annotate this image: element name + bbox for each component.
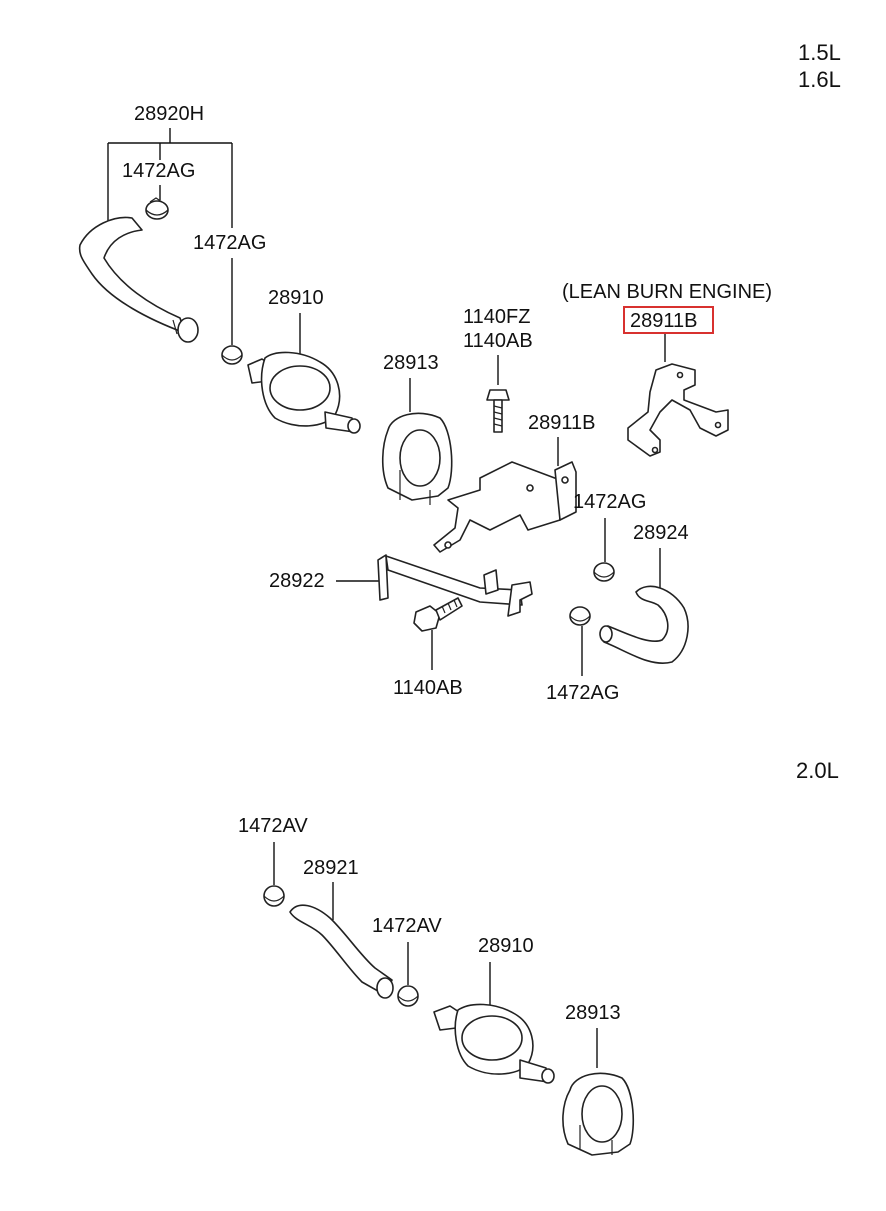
- clamp-right-lower-icon: [569, 606, 591, 626]
- hose-28924-icon: [599, 585, 689, 664]
- leader-28920h: [107, 128, 233, 230]
- label-28913-top[interactable]: 28913: [383, 352, 439, 374]
- clamp-mid-icon: [221, 345, 243, 365]
- bracket-28911b-lean-icon: [627, 363, 729, 457]
- label-28910-top[interactable]: 28910: [268, 287, 324, 309]
- purge-valve-2l-icon: [433, 1003, 555, 1084]
- label-28921[interactable]: 28921: [303, 857, 359, 879]
- clamp-2l-lower-icon: [397, 985, 419, 1007]
- label-1140ab-top[interactable]: 1140AB: [463, 330, 533, 352]
- label-28920h[interactable]: 28920H: [134, 103, 204, 125]
- label-28911b-lean[interactable]: 28911B: [630, 310, 697, 332]
- label-1472ag-right-upper[interactable]: 1472AG: [573, 491, 646, 513]
- label-28911b-center[interactable]: 28911B: [528, 412, 595, 434]
- purge-valve-top-icon: [247, 351, 361, 434]
- clamp-top-icon: [145, 197, 169, 220]
- note-lean-burn: (LEAN BURN ENGINE): [562, 281, 772, 303]
- bolt-top-icon: [486, 389, 510, 433]
- engine-label-1-5l: 1.5L: [798, 40, 841, 65]
- hose-28921-icon: [289, 904, 394, 999]
- clamp-2l-upper-icon: [263, 885, 285, 907]
- label-1472ag-top[interactable]: 1472AG: [122, 160, 195, 182]
- engine-label-2-0l: 2.0L: [796, 758, 839, 783]
- hose-28920h-icon: [78, 216, 199, 343]
- clamp-right-upper-icon: [593, 562, 615, 582]
- highlight-box: [623, 306, 714, 334]
- label-1140fz[interactable]: 1140FZ: [463, 306, 530, 328]
- engine-label-1-6l: 1.6L: [798, 67, 841, 92]
- label-1472av-lower[interactable]: 1472AV: [372, 915, 442, 937]
- bracket-28913-2l-icon: [562, 1072, 635, 1156]
- label-28913-2l[interactable]: 28913: [565, 1002, 621, 1024]
- bracket-28913-top-icon: [381, 412, 453, 505]
- label-28924[interactable]: 28924: [633, 522, 689, 544]
- label-28910-2l[interactable]: 28910: [478, 935, 534, 957]
- pipe-28922-icon: [377, 554, 533, 617]
- bolt-bottom-icon: [413, 597, 463, 632]
- label-1140ab-bottom[interactable]: 1140AB: [393, 677, 463, 699]
- bracket-28911b-center-icon: [433, 461, 577, 553]
- label-28922[interactable]: 28922: [269, 570, 325, 592]
- label-1472av-upper[interactable]: 1472AV: [238, 815, 308, 837]
- label-1472ag-right-lower[interactable]: 1472AG: [546, 682, 619, 704]
- label-1472ag-mid[interactable]: 1472AG: [193, 232, 266, 254]
